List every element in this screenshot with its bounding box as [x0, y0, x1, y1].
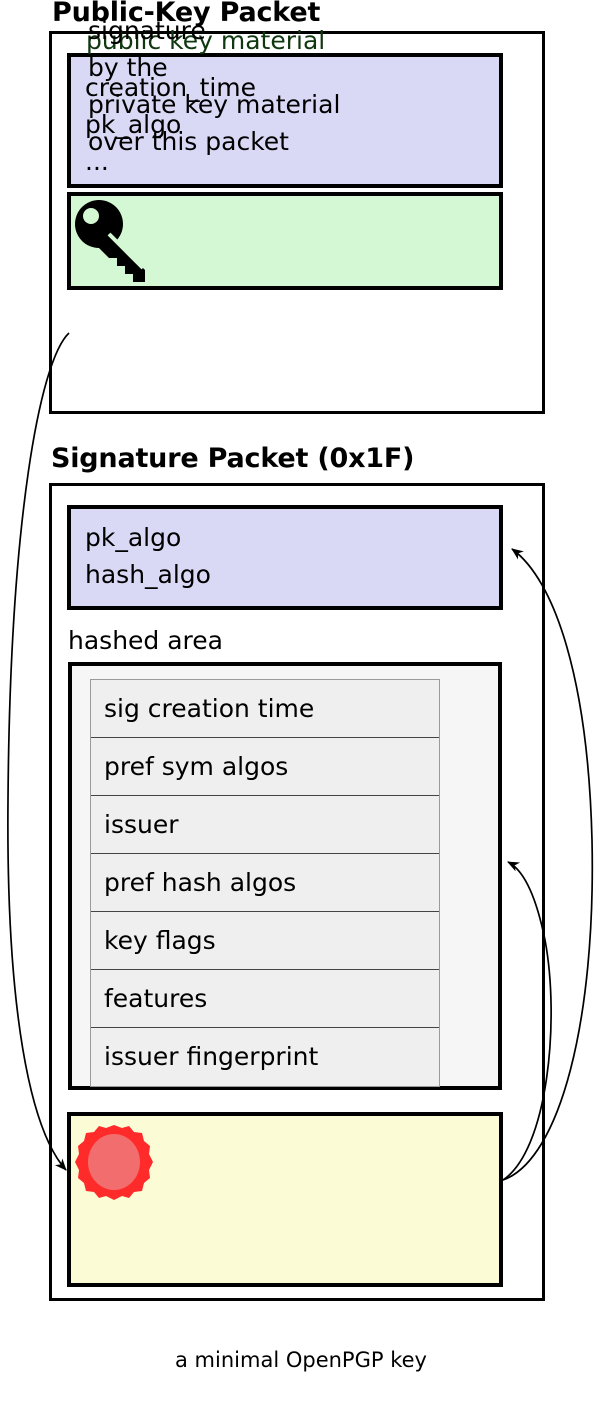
hashed-subpacket-row: pref sym algos	[91, 738, 439, 796]
hashed-area-label: hashed area	[68, 626, 223, 655]
hashed-subpacket-label: issuer fingerprint	[104, 1042, 319, 1071]
hashed-subpacket-row: sig creation time	[91, 680, 439, 738]
public-key-header-block: creation_time pk_algo ...	[67, 53, 503, 188]
signature-header-block: pk_algo hash_algo	[67, 505, 503, 610]
signature-block-text: signature by the private key material ov…	[88, 16, 341, 156]
hashed-subpacket-row: issuer	[91, 796, 439, 854]
seal-icon	[75, 1125, 153, 1200]
figure-caption: a minimal OpenPGP key	[175, 1348, 427, 1372]
hashed-subpacket-row: key flags	[91, 912, 439, 970]
hashed-subpacket-row: issuer fingerprint	[91, 1028, 439, 1086]
hashed-subpacket-label: issuer	[104, 809, 179, 839]
hashed-subpacket-row: features	[91, 970, 439, 1028]
key-icon	[75, 200, 145, 282]
signature-header-fields: pk_algo hash_algo	[85, 523, 211, 589]
hashed-subpacket-label: pref hash algos	[104, 867, 297, 897]
hashed-subpacket-row: pref hash algos	[91, 854, 439, 912]
hashed-subpacket-label: sig creation time	[104, 693, 315, 723]
hashed-subpacket-label: features	[104, 983, 208, 1013]
hashed-subpacket-label: key flags	[104, 925, 216, 955]
public-key-header-fields: creation_time pk_algo ...	[85, 73, 257, 176]
hashed-subpacket-label: pref sym algos	[104, 751, 289, 781]
hashed-subpacket-table: sig creation time pref sym algos issuer pre…	[90, 679, 440, 1087]
signature-packet-title: Signature Packet (0x1F)	[51, 443, 415, 474]
public-key-material-label: public key material	[86, 26, 326, 55]
public-key-packet-title: Public-Key Packet	[52, 0, 321, 28]
